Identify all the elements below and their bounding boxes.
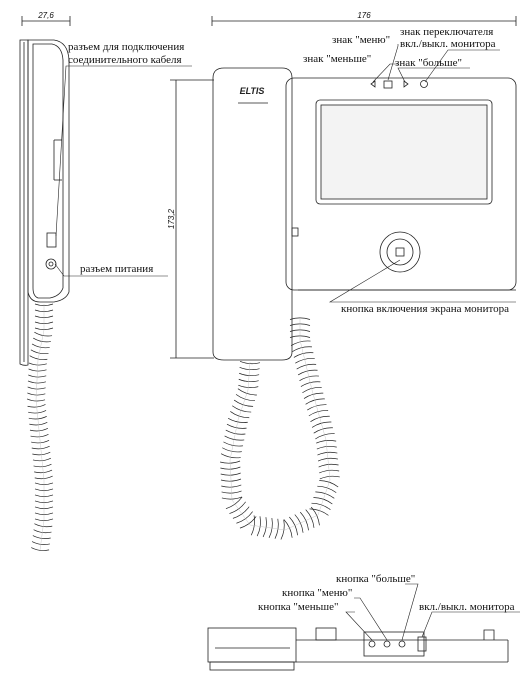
screen-button-label: кнопка включения экрана монитора bbox=[341, 303, 509, 315]
front-view bbox=[170, 16, 517, 540]
side-view bbox=[19, 16, 71, 551]
button-menu-label: кнопка "меню" bbox=[282, 587, 352, 599]
cable-connector-label-line2: соединительного кабеля bbox=[68, 54, 182, 66]
bottom-view bbox=[207, 627, 509, 671]
front-cord bbox=[219, 317, 340, 540]
sign-switch-label-line1: знак переключателя bbox=[400, 26, 493, 38]
button-less-label: кнопка "меньше" bbox=[258, 601, 339, 613]
cord-coil bbox=[289, 317, 311, 320]
side-width-dimension: 27,6 bbox=[37, 11, 54, 20]
sign-switch-label-line2: вкл./выкл. монитора bbox=[400, 38, 496, 50]
leader-lines bbox=[54, 44, 520, 641]
cord-coil bbox=[31, 547, 50, 551]
sign-more-label: знак "больше" bbox=[395, 57, 462, 69]
sign-menu-label: знак "меню" bbox=[332, 34, 390, 46]
side-cord bbox=[26, 303, 54, 551]
cable-connector-label-line1: разъем для подключения bbox=[68, 41, 184, 53]
monitor-switch-label: вкл./выкл. монитора bbox=[419, 601, 515, 613]
height-dimension: 173,2 bbox=[167, 208, 176, 229]
brand-logo: ELTIS bbox=[240, 86, 265, 96]
sign-less-label: знак "меньше" bbox=[303, 53, 371, 65]
front-width-dimension: 176 bbox=[357, 11, 371, 20]
cord-axis bbox=[35, 304, 45, 551]
button-more-label: кнопка "больше" bbox=[336, 573, 415, 585]
cord-axis bbox=[229, 318, 331, 531]
power-connector-label: разъем питания bbox=[80, 263, 153, 275]
